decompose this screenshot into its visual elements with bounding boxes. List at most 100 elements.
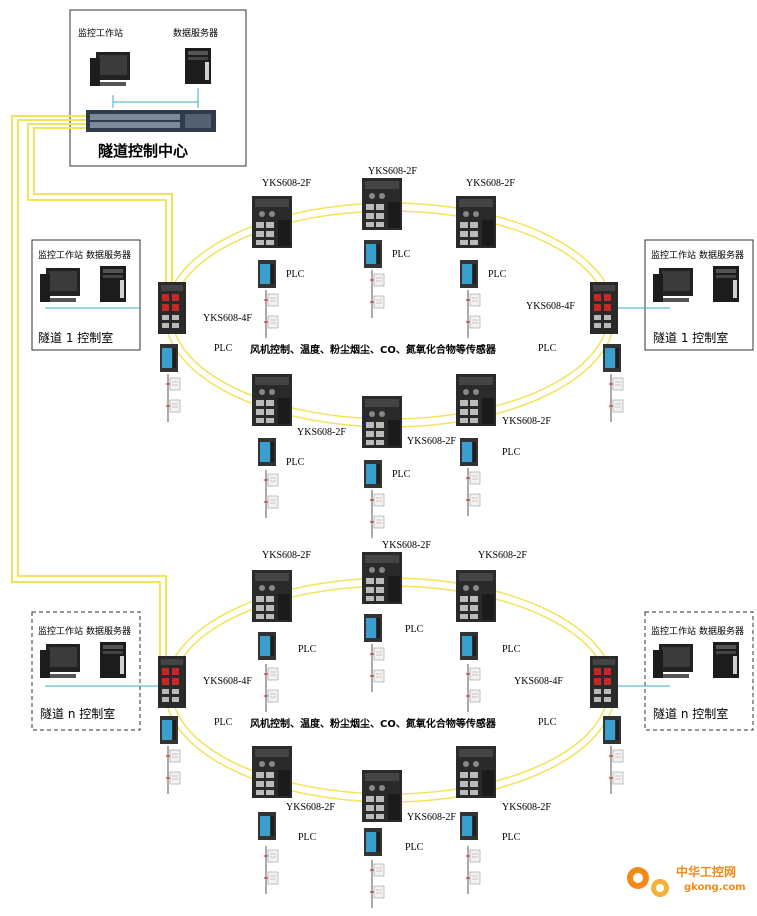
plc-icon: [364, 614, 382, 642]
switch-label: YKS608-4F: [203, 676, 252, 687]
plc-icon: [460, 438, 478, 466]
plc-icon: [603, 344, 621, 372]
plc-label: PLC: [298, 644, 317, 655]
room-name: 隧道 n 控制室: [653, 706, 728, 721]
watermark-logo: 中华工控网 gkong.com: [627, 864, 746, 897]
room-server-label: 数据服务器: [86, 625, 131, 637]
plc-icon: [160, 344, 178, 372]
plc-label: PLC: [298, 832, 317, 843]
core-switch-icon: [86, 110, 216, 132]
switch-label: YKS608-2F: [478, 550, 527, 561]
plc-icon: [460, 812, 478, 840]
switch-icon: [252, 570, 292, 622]
room-rn-right: 监控工作站 数据服务器 隧道 n 控制室: [600, 611, 754, 731]
switch-label: YKS608-4F: [203, 313, 252, 324]
center-server-label: 数据服务器: [173, 27, 218, 39]
switch-label: YKS608-2F: [262, 178, 311, 189]
switch-icon: [362, 178, 402, 230]
room-name: 隧道 n 控制室: [40, 706, 115, 721]
plc-icon: [364, 828, 382, 856]
plc-icon: [364, 460, 382, 488]
switch-icon: [456, 570, 496, 622]
plc-label: PLC: [405, 624, 424, 635]
room-workstation-label: 监控工作站: [651, 625, 696, 637]
switch-label: YKS608-2F: [382, 540, 431, 551]
switch-label: YKS608-2F: [502, 802, 551, 813]
ringn-fiber: [164, 577, 616, 803]
plc-icon: [258, 632, 276, 660]
plc-icon: [258, 260, 276, 288]
watermark-brand: 中华工控网: [676, 864, 736, 879]
switch-icon: [456, 196, 496, 248]
plc-label: PLC: [405, 842, 424, 853]
plc-icon: [460, 632, 478, 660]
switch-icon: [252, 374, 292, 426]
switch-4f-icon: [590, 656, 618, 708]
plc-icon: [364, 240, 382, 268]
plc-icon: [258, 438, 276, 466]
switch-label: YKS608-2F: [297, 427, 346, 438]
switch-label: YKS608-4F: [526, 301, 575, 312]
plc-label: PLC: [538, 343, 557, 354]
center-title: 隧道控制中心: [98, 142, 188, 160]
switch-4f-icon: [158, 656, 186, 708]
server-icon: [100, 642, 126, 678]
server-icon: [185, 48, 211, 84]
plc-label: PLC: [502, 644, 521, 655]
room-r1-right: 监控工作站 数据服务器 隧道 1 控制室: [600, 239, 754, 351]
room-name: 隧道 1 控制室: [653, 330, 728, 345]
switch-label: YKS608-4F: [514, 676, 563, 687]
switch-label: YKS608-2F: [502, 416, 551, 427]
server-icon: [713, 266, 739, 302]
switch-label: YKS608-2F: [262, 550, 311, 561]
plc-icon: [460, 260, 478, 288]
room-workstation-label: 监控工作站: [38, 625, 83, 637]
room-name: 隧道 1 控制室: [38, 330, 113, 345]
room-workstation-label: 监控工作站: [651, 249, 696, 261]
plc-label: PLC: [286, 457, 305, 468]
switch-label: YKS608-2F: [286, 802, 335, 813]
switch-4f-icon: [590, 282, 618, 334]
room-rn-left: 监控工作站 数据服务器 隧道 n 控制室: [31, 611, 160, 731]
ringn-sensor-caption: 风机控制、温度、粉尘烟尘、CO、氮氧化合物等传感器: [250, 717, 497, 730]
room-r1-left: 监控工作站 数据服务器 隧道 1 控制室: [31, 239, 141, 351]
watermark-url: gkong.com: [684, 882, 746, 893]
ringn-nodes: YKS608-2F PLC YKS608-2F PLC YKS608-2F PL…: [158, 540, 624, 909]
room-server-label: 数据服务器: [86, 249, 131, 261]
plc-label: PLC: [538, 717, 557, 728]
switch-label: YKS608-2F: [368, 166, 417, 177]
switch-label: YKS608-2F: [466, 178, 515, 189]
switch-icon: [252, 196, 292, 248]
plc-label: PLC: [214, 717, 233, 728]
switch-icon: [362, 770, 402, 822]
switch-4f-icon: [158, 282, 186, 334]
plc-label: PLC: [286, 269, 305, 280]
switch-icon: [252, 746, 292, 798]
control-center-box: [69, 9, 247, 167]
room-server-label: 数据服务器: [699, 249, 744, 261]
plc-label: PLC: [214, 343, 233, 354]
plc-icon: [160, 716, 178, 744]
room-server-label: 数据服务器: [699, 625, 744, 637]
switch-icon: [456, 746, 496, 798]
plc-label: PLC: [502, 832, 521, 843]
center-workstation-label: 监控工作站: [78, 27, 123, 39]
switch-icon: [456, 374, 496, 426]
switch-label: YKS608-2F: [407, 812, 456, 823]
plc-icon: [603, 716, 621, 744]
plc-label: PLC: [392, 249, 411, 260]
ring1-sensor-caption: 风机控制、温度、粉尘烟尘、CO、氮氧化合物等传感器: [250, 343, 497, 356]
switch-icon: [362, 552, 402, 604]
control-center: 监控工作站 数据服务器 隧道控制中心: [69, 9, 247, 167]
plc-label: PLC: [502, 447, 521, 458]
ring1-nodes: YKS608-2F PLC YKS608-2F PLC YKS608-2F PL…: [158, 166, 624, 539]
server-icon: [713, 642, 739, 678]
switch-label: YKS608-2F: [407, 436, 456, 447]
plc-icon: [258, 812, 276, 840]
plc-label: PLC: [392, 469, 411, 480]
server-icon: [100, 266, 126, 302]
room-workstation-label: 监控工作站: [38, 249, 83, 261]
plc-label: PLC: [488, 269, 507, 280]
backbone-fiber: [11, 115, 173, 660]
